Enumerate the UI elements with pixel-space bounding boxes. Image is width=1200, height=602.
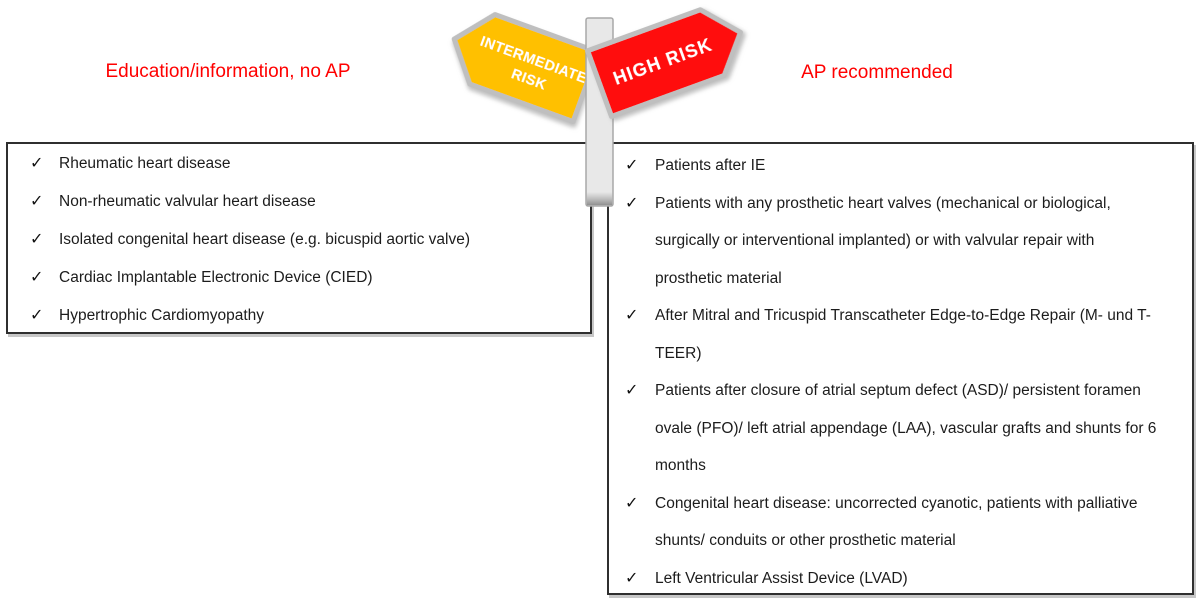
intermediate-risk-sign: INTERMEDIATE RISK — [451, 12, 601, 125]
intermediate-risk-item: ✓ Isolated congenital heart disease (e.g… — [8, 221, 590, 259]
check-icon: ✓ — [625, 194, 639, 212]
check-icon: ✓ — [30, 269, 44, 286]
item-text: Hypertrophic Cardiomyopathy — [59, 307, 265, 324]
intermediate-risk-item: ✓ Non-rheumatic valvular heart disease — [8, 183, 590, 221]
high-risk-box: ✓ Patients after IE ✓ Patients with any … — [607, 142, 1194, 595]
right-column-heading: AP recommended — [801, 62, 953, 83]
high-risk-item: ✓ Patients after IE — [609, 147, 1192, 185]
check-icon: ✓ — [625, 569, 639, 587]
high-risk-item: ✓ After Mitral and Tricuspid Transcathet… — [609, 297, 1192, 372]
item-text: Patients after IE — [655, 157, 766, 174]
high-risk-item: ✓ Patients after closure of atrial septu… — [609, 372, 1192, 485]
high-risk-list: ✓ Patients after IE ✓ Patients with any … — [609, 147, 1192, 597]
intermediate-risk-sign-label: INTERMEDIATE RISK — [471, 34, 593, 108]
high-risk-sign-shape — [585, 7, 743, 120]
high-risk-sign: HIGH RISK — [585, 7, 743, 120]
left-column-heading: Education/information, no AP — [105, 61, 351, 82]
intermediate-risk-item: ✓ Cardiac Implantable Electronic Device … — [8, 259, 590, 297]
high-risk-item: ✓ Patients with any prosthetic heart val… — [609, 185, 1192, 298]
check-icon: ✓ — [625, 494, 639, 512]
item-text: Isolated congenital heart disease (e.g. … — [59, 231, 470, 248]
intermediate-risk-sign-shape — [451, 12, 601, 125]
high-risk-item: ✓ Congenital heart disease: uncorrected … — [609, 485, 1192, 560]
intermediate-risk-item: ✓ Hypertrophic Cardiomyopathy — [8, 297, 590, 335]
check-icon: ✓ — [625, 157, 639, 174]
high-risk-item: ✓ Left Ventricular Assist Device (LVAD) — [609, 560, 1192, 598]
item-text: After Mitral and Tricuspid Transcatheter… — [655, 307, 1151, 362]
check-icon: ✓ — [30, 193, 44, 210]
item-text: Patients after closure of atrial septum … — [655, 382, 1157, 474]
item-text: Patients with any prosthetic heart valve… — [655, 194, 1111, 287]
intermediate-risk-box: ✓ Rheumatic heart disease ✓ Non-rheumati… — [6, 142, 592, 334]
item-text: Congenital heart disease: uncorrected cy… — [655, 494, 1138, 550]
intermediate-risk-item: ✓ Rheumatic heart disease — [8, 145, 590, 183]
check-icon: ✓ — [625, 307, 639, 324]
item-text: Cardiac Implantable Electronic Device (C… — [59, 269, 373, 286]
check-icon: ✓ — [30, 307, 44, 324]
intermediate-risk-list: ✓ Rheumatic heart disease ✓ Non-rheumati… — [8, 145, 590, 335]
check-icon: ✓ — [30, 231, 44, 248]
item-text: Rheumatic heart disease — [59, 155, 231, 172]
item-text: Non-rheumatic valvular heart disease — [59, 193, 316, 210]
item-text: Left Ventricular Assist Device (LVAD) — [655, 569, 908, 587]
check-icon: ✓ — [30, 155, 44, 172]
check-icon: ✓ — [625, 382, 639, 399]
